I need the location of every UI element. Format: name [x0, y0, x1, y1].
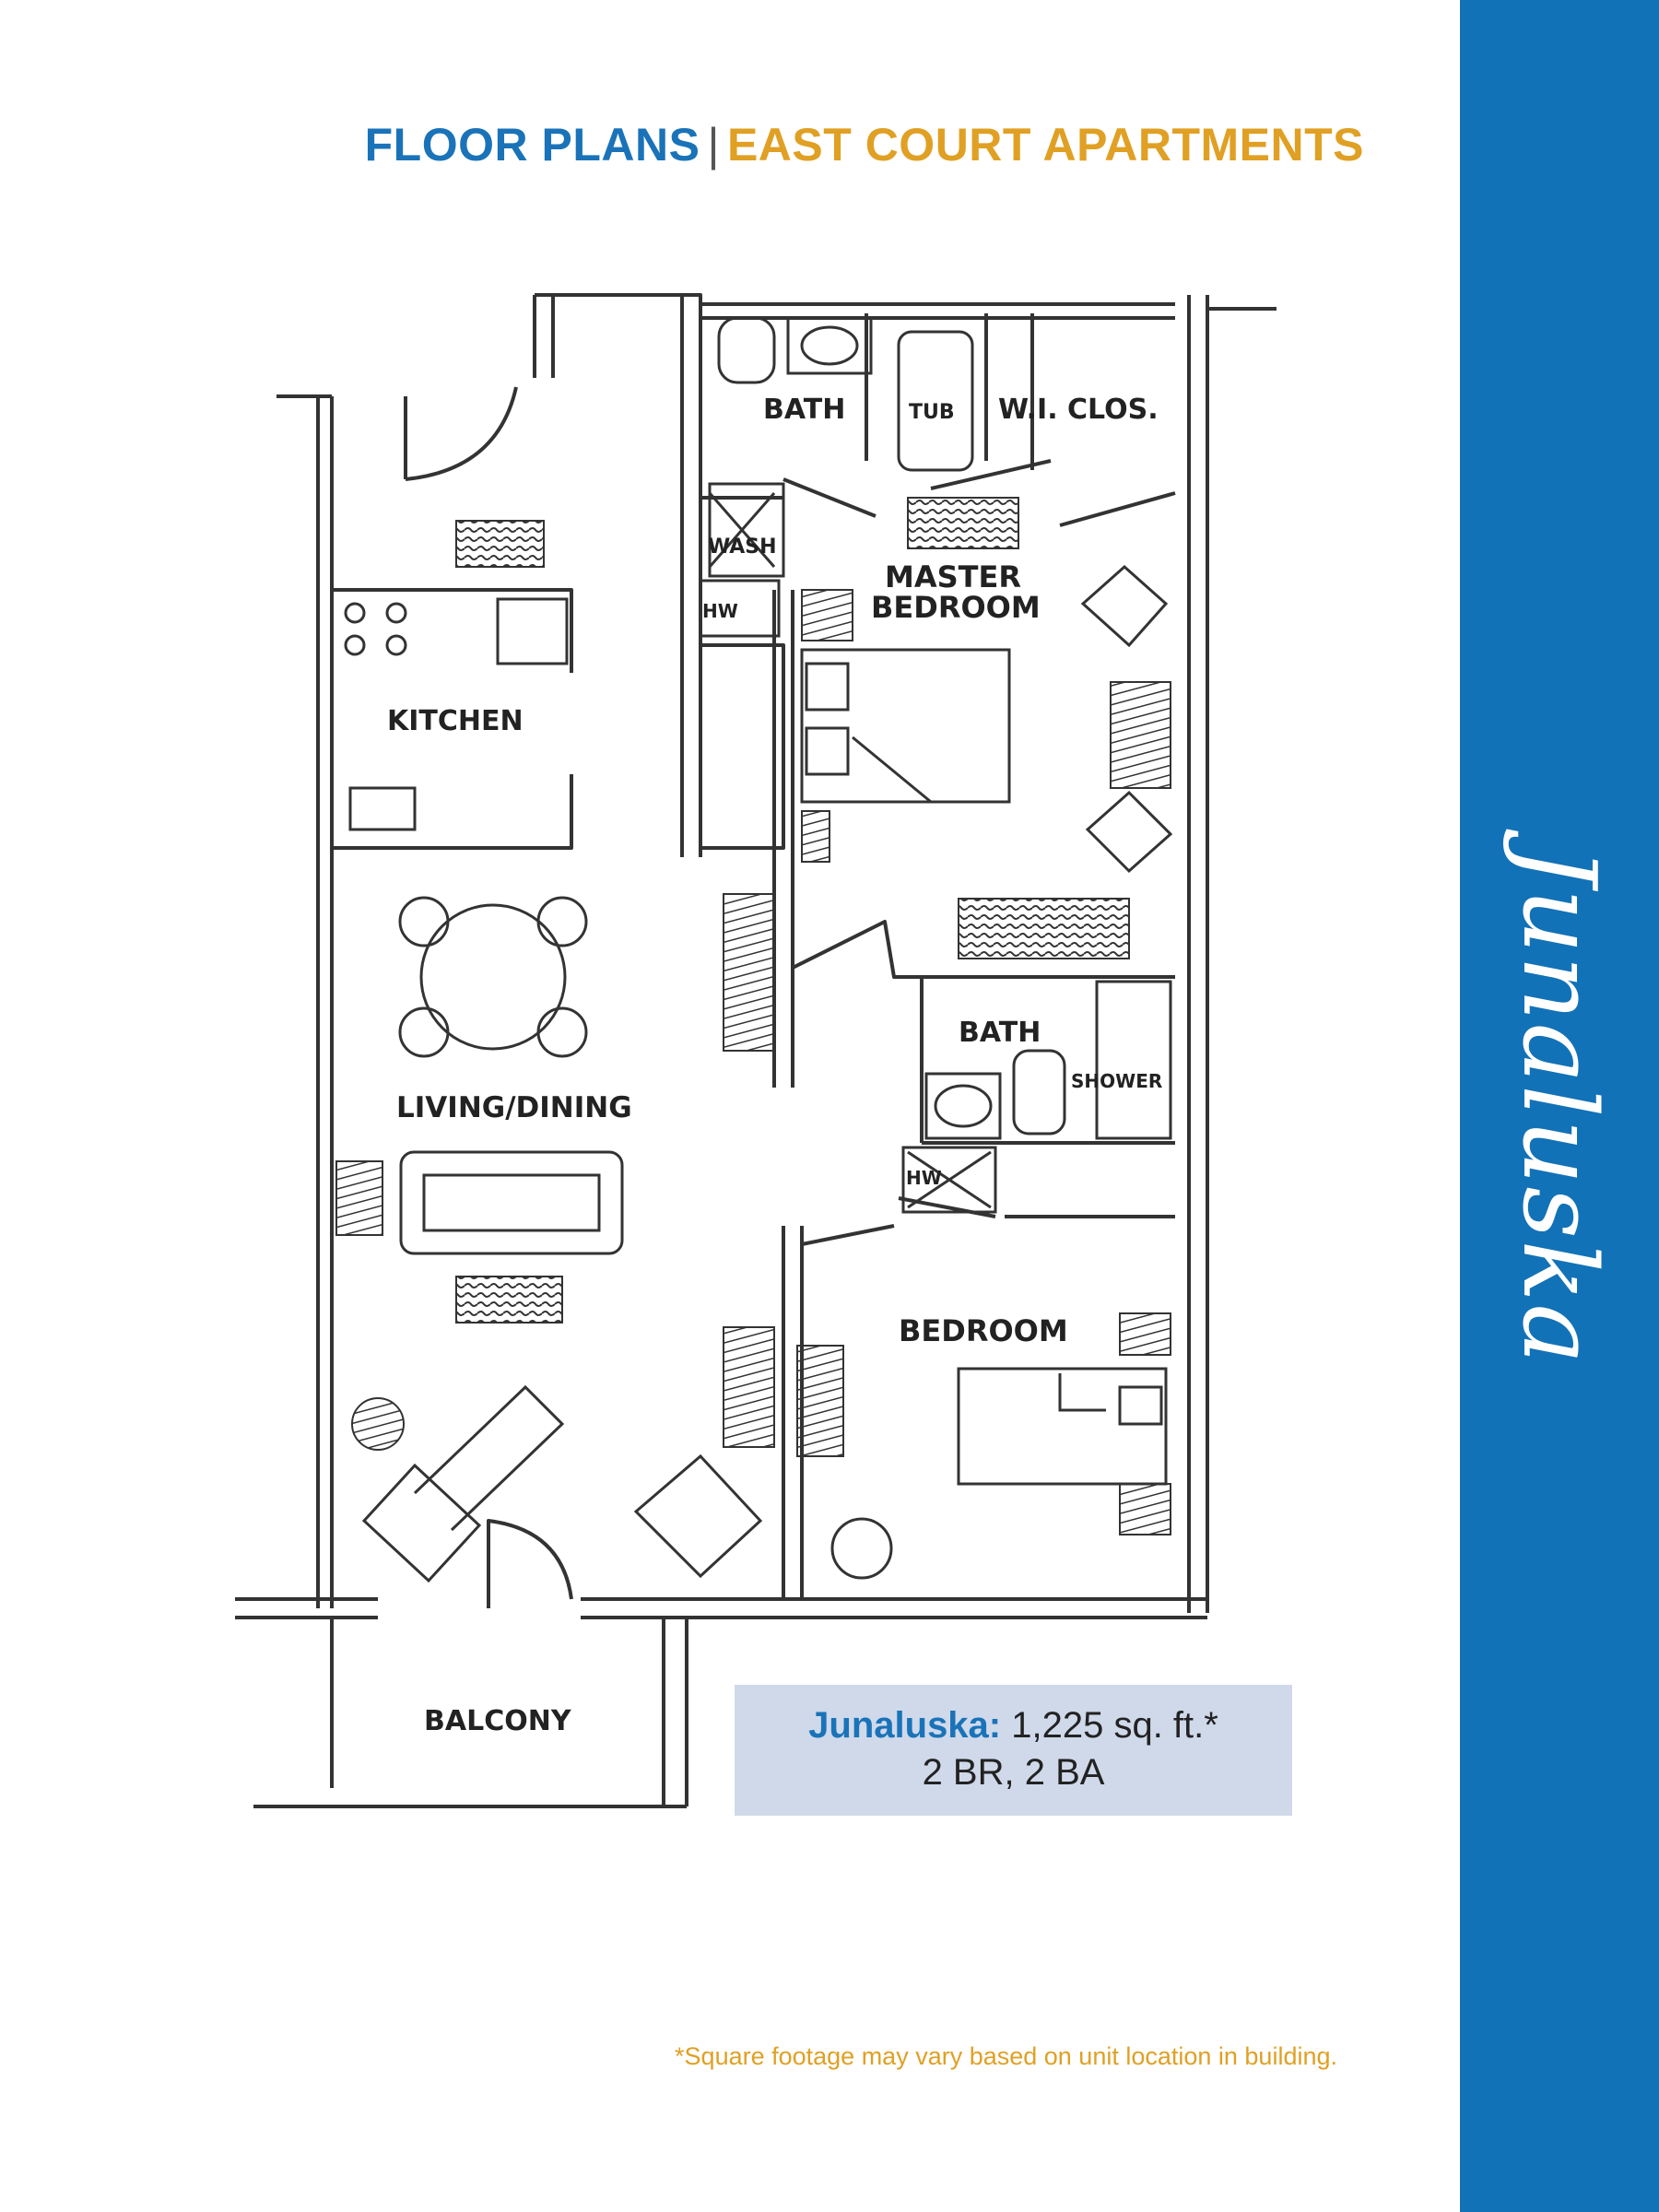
header-separator: |: [707, 119, 720, 171]
label-living-dining: LIVING/DINING: [396, 1091, 632, 1124]
unit-info-box: Junaluska: 1,225 sq. ft.* 2 BR, 2 BA: [735, 1685, 1292, 1816]
unit-name: Junaluska:: [808, 1705, 1002, 1746]
label-bath-master: BATH: [763, 394, 845, 426]
header-building-name: EAST COURT APARTMENTS: [726, 119, 1364, 171]
label-wi-closet: W.I. CLOS.: [998, 394, 1159, 426]
unit-area: 1,225 sq. ft.*: [1011, 1705, 1218, 1746]
label-bedroom: BEDROOM: [899, 1313, 1068, 1348]
sidebar-title: Junaluska: [1500, 845, 1618, 1367]
header-floor-plans: FLOOR PLANS: [364, 119, 700, 171]
label-bath-2: BATH: [959, 1017, 1041, 1049]
label-balcony: BALCONY: [424, 1705, 572, 1737]
label-shower: SHOWER: [1071, 1070, 1162, 1092]
label-hw-bath2: HW: [906, 1167, 942, 1189]
label-master-bedroom-1: MASTER: [885, 559, 1021, 594]
page-header: FLOOR PLANS|EAST COURT APARTMENTS: [365, 118, 1364, 171]
label-wash: WASH: [708, 535, 777, 559]
label-tub: TUB: [909, 401, 955, 424]
footnote: *Square footage may vary based on unit l…: [675, 2042, 1337, 2070]
unit-rooms: 2 BR, 2 BA: [922, 1752, 1105, 1793]
label-hw-master: HW: [702, 600, 738, 622]
label-master-bedroom-2: BEDROOM: [871, 590, 1041, 625]
label-kitchen: KITCHEN: [387, 705, 524, 737]
sidebar-banner: Junaluska: [1460, 0, 1659, 2212]
floor-plan-drawing: BATH TUB W.I. CLOS. WASH HW MASTER BEDRO…: [235, 293, 1277, 1808]
